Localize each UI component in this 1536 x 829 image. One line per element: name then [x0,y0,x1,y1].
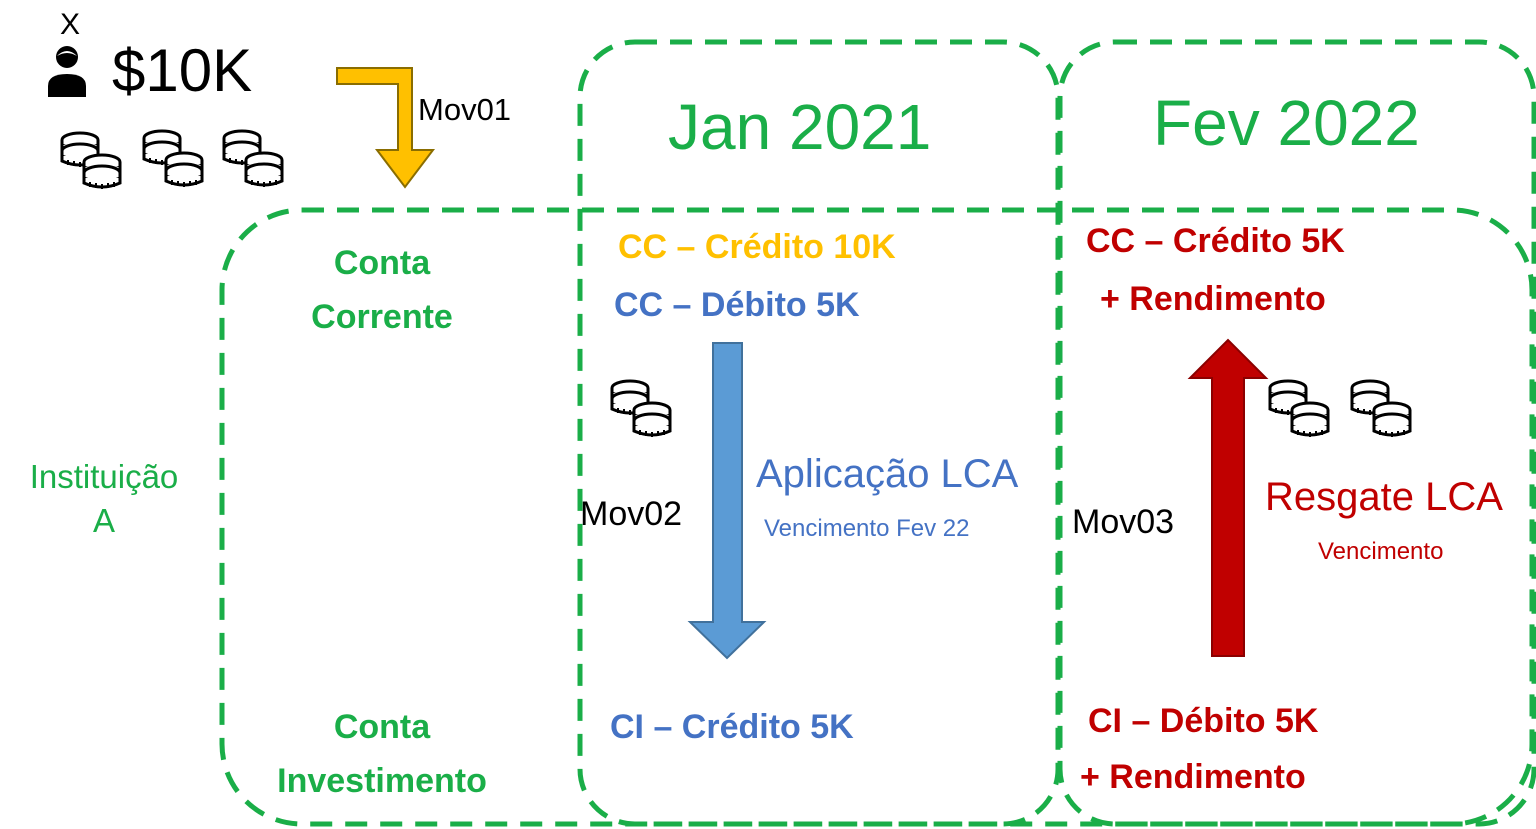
mov01-label: Mov01 [418,92,512,127]
jan-2021-column-box [577,39,1061,827]
conta-investimento-label: Conta Investimento [262,700,502,808]
coin-stacks-fev-icon [1270,381,1410,437]
fev-operation-note: Vencimento [1318,538,1444,565]
conta-investimento-line2: Investimento [277,762,487,800]
person-icon [48,46,86,97]
jan-cc-credit: CC – Crédito 10K [618,228,896,266]
amount-label: $10K [112,37,253,104]
mov03-arrow [1187,338,1269,657]
institution-a-box [219,207,1535,827]
mov03-label: Mov03 [1072,503,1175,541]
fev-operation: Resgate LCA [1265,475,1503,519]
mov01-arrow [336,67,436,189]
mov02-label: Mov02 [580,495,683,533]
jan-operation-note: Vencimento Fev 22 [764,515,970,542]
fev-ci-debit-line2: + Rendimento [1080,758,1306,796]
period-jan-2021: Jan 2021 [668,91,932,163]
institution-label: Instituição A [0,455,208,543]
institution-line2: A [92,502,115,539]
coin-stacks-icon [62,131,282,189]
jan-cc-debit: CC – Débito 5K [614,286,860,324]
coin-stack-jan-icon [612,381,670,437]
fev-cc-credit-line1: CC – Crédito 5K [1086,222,1345,260]
person-mark: X [60,8,81,41]
mov02-arrow [687,342,767,660]
fev-ci-debit-line1: CI – Débito 5K [1088,702,1319,740]
period-fev-2022: Fev 2022 [1153,87,1420,159]
conta-investimento-line1: Conta [333,708,431,746]
jan-operation: Aplicação LCA [756,452,1019,496]
institution-line1: Instituição [29,458,179,495]
fev-cc-credit-line2: + Rendimento [1100,280,1326,318]
conta-corrente-line1: Conta [333,244,431,282]
jan-ci-credit: CI – Crédito 5K [610,708,854,746]
conta-corrente-label: Conta Corrente [282,236,482,344]
conta-corrente-line2: Corrente [311,298,453,336]
